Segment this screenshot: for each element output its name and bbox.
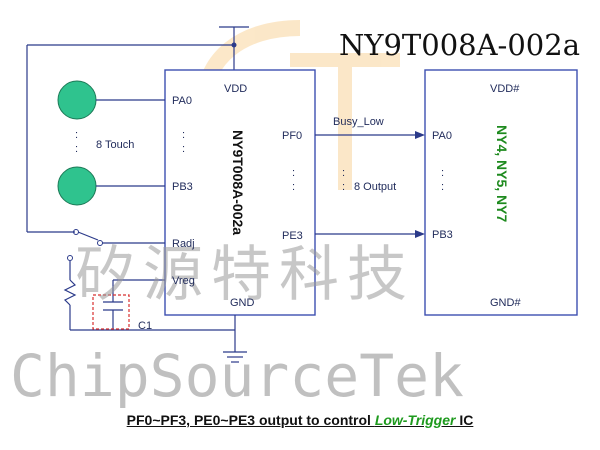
touch-dots-1: : <box>75 129 78 141</box>
part-number-title: NY9T008A-002a <box>339 28 580 62</box>
pin-vdd-label: VDD <box>224 83 247 95</box>
target-pin-pa0-label: PA0 <box>432 130 452 142</box>
pin-dots-left-1: : <box>182 129 185 141</box>
cap-highlight-box <box>92 294 130 330</box>
capacitor-label: C1 <box>138 320 152 332</box>
output-dots-1: : <box>342 167 345 179</box>
touch-dots-2: : <box>75 143 78 155</box>
pin-pe3-label: PE3 <box>282 230 303 242</box>
pin-dots-pf-1: : <box>292 167 295 179</box>
target-pin-gnd-label: GND# <box>490 297 521 309</box>
caption-highlight: Low-Trigger <box>374 412 456 428</box>
touch-count-label: 8 Touch <box>96 139 134 151</box>
target-chip <box>424 69 578 316</box>
pin-radj-label: Radj <box>172 238 195 250</box>
pin-pf0-label: PF0 <box>282 130 302 142</box>
pin-dots-pf-2: : <box>292 181 295 193</box>
pin-dots-left-2: : <box>182 143 185 155</box>
watermark-cn: 矽源特科技 <box>75 240 415 310</box>
caption-suffix: IC <box>455 412 474 428</box>
target-dots-2: : <box>441 181 444 193</box>
watermark-en: ChipSourceTek <box>10 342 464 410</box>
caption-prefix: PF0~PF3, PE0~PE3 output to control <box>126 412 375 428</box>
output-dots-2: : <box>342 181 345 193</box>
resistor-top-node <box>67 255 73 261</box>
pin-gnd-label: GND <box>230 297 255 309</box>
controller-chip-label: NY9T008A-002a <box>230 130 246 235</box>
pe3-arrow-icon <box>415 230 425 238</box>
target-chip-label: NY4, NY5, NY7 <box>494 125 510 222</box>
pin-pb3-label: PB3 <box>172 181 193 193</box>
resistor-zigzag <box>63 279 77 306</box>
target-dots-1: : <box>441 167 444 179</box>
touch-pad-bottom <box>57 166 97 206</box>
pin-vreg-label: Vreg <box>172 275 195 287</box>
target-pin-vdd-label: VDD# <box>490 83 520 95</box>
pin-pa0-label: PA0 <box>172 95 192 107</box>
busy-signal-label: Busy_Low <box>333 116 384 128</box>
output-count-label: 8 Output <box>354 181 396 193</box>
pf0-arrow-icon <box>415 131 425 139</box>
controller-chip <box>164 69 316 316</box>
caption: PF0~PF3, PE0~PE3 output to control Low-T… <box>0 412 600 428</box>
touch-pad-top <box>57 80 97 120</box>
target-pin-pb3-label: PB3 <box>432 229 453 241</box>
switch-lever <box>77 231 99 241</box>
